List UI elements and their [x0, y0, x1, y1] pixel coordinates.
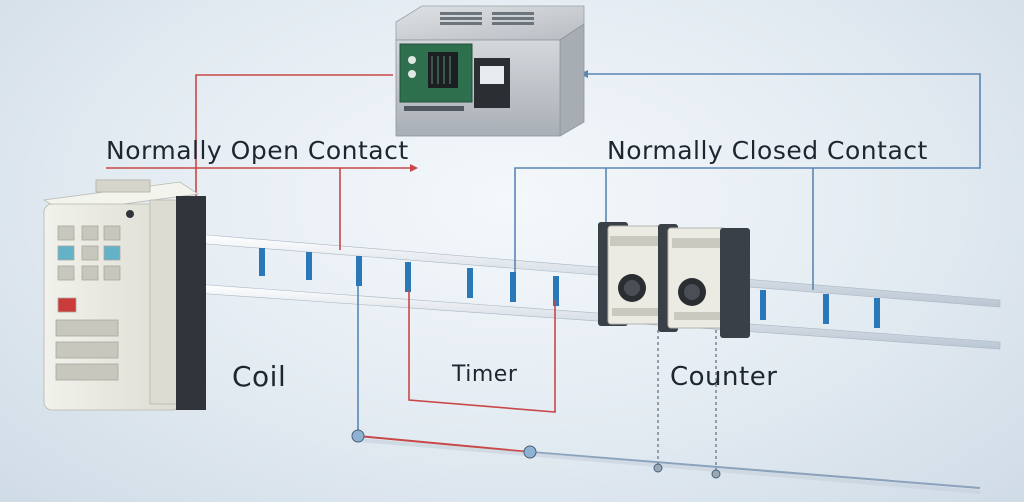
rung-marker: [874, 298, 880, 328]
counter-label: Counter: [670, 362, 778, 392]
normally-closed-contact-label: Normally Closed Contact: [607, 136, 928, 165]
rung-marker: [553, 276, 559, 306]
wire-node: [653, 463, 663, 473]
power-module-icon: [42, 179, 206, 411]
rung-marker: [823, 294, 829, 324]
red-wires: [106, 74, 556, 453]
rung-marker: [760, 290, 766, 320]
rung-marker: [259, 248, 265, 276]
rung-marker: [510, 272, 516, 302]
plc-controller-icon: [395, 5, 585, 137]
wire-nodes: [351, 429, 721, 479]
wire-node: [711, 469, 721, 479]
timer-label: Timer: [452, 362, 518, 387]
wire-node: [351, 429, 365, 443]
rung-markers: [259, 248, 880, 328]
rung-marker: [306, 252, 312, 280]
blue-wires: [357, 70, 981, 494]
wire-node: [523, 445, 537, 459]
counter-relay-icon: [667, 227, 750, 338]
coil-label: Coil: [232, 360, 287, 393]
rung-marker: [405, 262, 411, 292]
rung-marker: [356, 256, 362, 286]
timer-relay-icon: [598, 222, 678, 332]
normally-open-contact-label: Normally Open Contact: [106, 136, 409, 165]
rung-marker: [467, 268, 473, 298]
